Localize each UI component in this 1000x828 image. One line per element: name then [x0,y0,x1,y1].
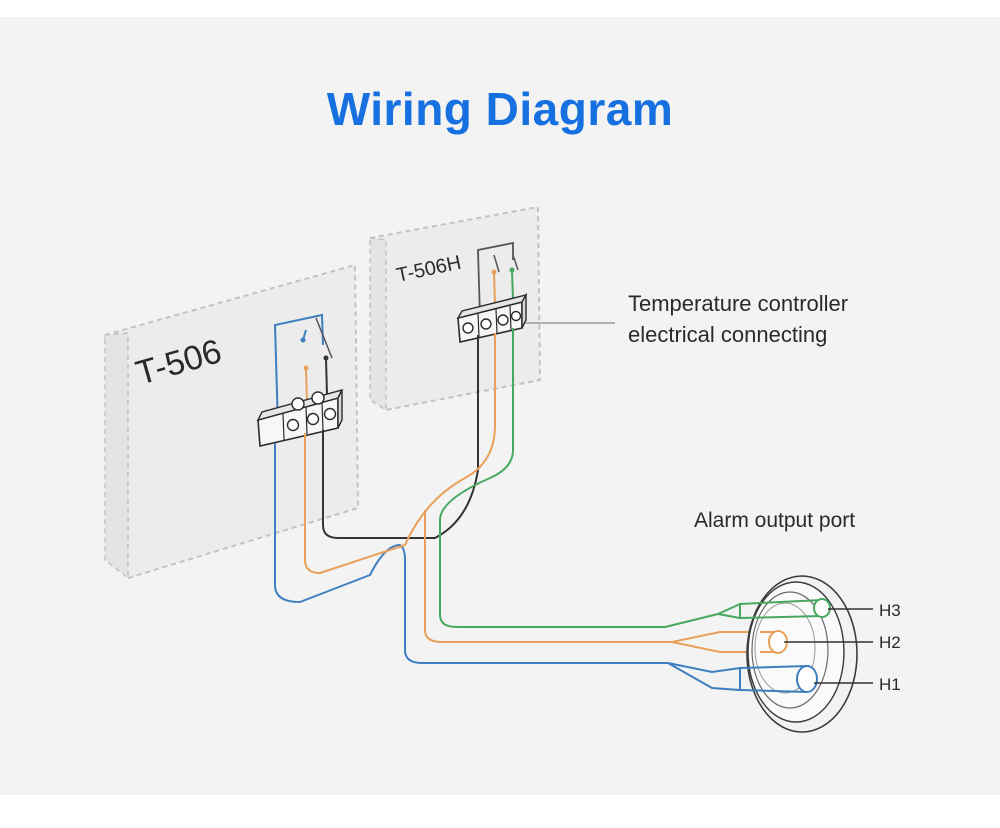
pin-h1-label: H1 [879,675,901,694]
t506h-switch-wires [477,241,519,319]
t506h-terminal-block [456,292,528,343]
wire-green [439,328,665,628]
t506-panel [103,263,360,580]
controller-label-line1: Temperature controller [628,291,848,316]
leader-lines [525,322,873,684]
controller-label-line2: electrical connecting [628,322,827,347]
wire-orange-lower [424,510,672,643]
port-pins [739,598,831,693]
t506-switch-wires [273,313,333,429]
t506-terminal-block [256,388,344,447]
alarm-port-label: Alarm output port [694,509,855,532]
t506h-panel [368,205,542,412]
page-title: Wiring Diagram [326,83,674,135]
alarm-port-connector [746,575,858,733]
pin-h3-label: H3 [879,601,901,620]
wire-blue [274,443,668,664]
pin-h2-label: H2 [879,633,901,652]
wire-orange [304,333,496,574]
wire-black [322,335,479,539]
external-wires [274,328,672,664]
